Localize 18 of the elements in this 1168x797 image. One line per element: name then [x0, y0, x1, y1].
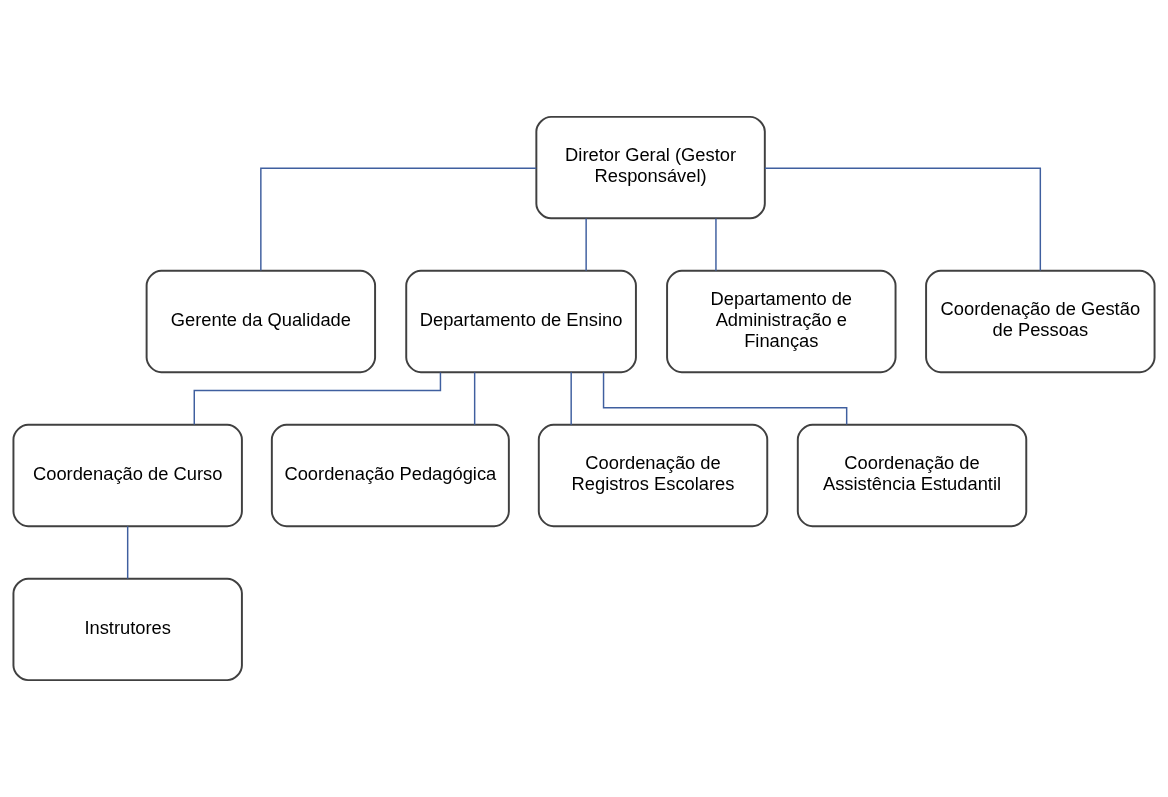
- node-box: Departamento de Administração e Finanças: [666, 269, 897, 374]
- connector: [715, 217, 717, 272]
- node-box: Diretor Geral (Gestor Responsável): [535, 115, 766, 220]
- connector: [126, 525, 129, 580]
- connector: [193, 371, 442, 426]
- connector: [570, 371, 572, 426]
- node-box: Coordenação Pedagógica: [270, 423, 510, 528]
- node-box: Coordenação de Registros Escolares: [537, 423, 769, 528]
- node-box: Instrutores: [12, 577, 243, 682]
- connector: [764, 167, 1042, 272]
- connector: [473, 371, 476, 426]
- node-box: Departamento de Ensino: [405, 269, 637, 374]
- connector: [260, 167, 537, 272]
- connector: [585, 217, 587, 272]
- node-box: Coordenação de Gestão de Pessoas: [925, 269, 1156, 374]
- node-box: Gerente da Qualidade: [145, 269, 377, 374]
- node-box: Coordenação de Curso: [12, 423, 243, 528]
- node-box: Coordenação de Assistência Estudantil: [796, 423, 1028, 528]
